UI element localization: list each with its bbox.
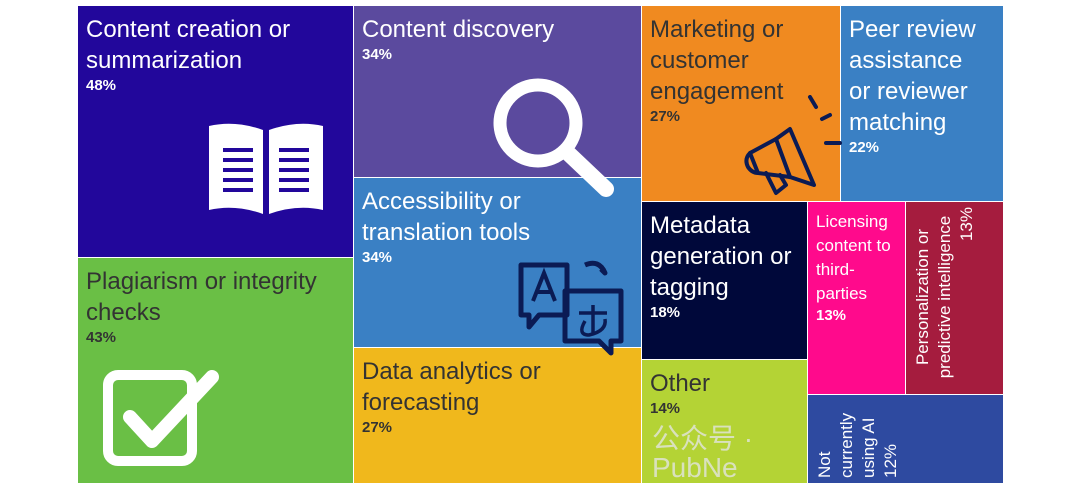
tile-label: Content discovery [362,16,555,43]
tile-value: 13% [957,207,976,242]
tile-value: 27% [362,419,393,436]
tile-other: Other 14% [642,360,807,483]
tile-marketing: Marketing or customer engagement 27% [642,6,840,201]
tile-value: 22% [849,139,880,156]
tile-label: Marketing or customer engagement [650,16,784,105]
tile-label: Data analytics or forecasting [362,358,541,416]
tile-label: Metadata generation or tagging [650,212,792,301]
check-icon [103,370,219,466]
translate-icon [518,260,624,356]
book-icon [209,123,323,214]
tile-label: Peer review assistance or reviewer match… [849,16,976,136]
tile-value: 48% [86,77,117,94]
tile-label: Plagiarism or integrity checks [86,268,317,326]
tile-value: 34% [362,46,393,63]
tile-label: Not currently using AI [815,412,878,478]
megaphone-icon [744,95,842,195]
tile-label: Other [650,370,711,397]
tile-value: 13% [816,307,847,324]
tile-data-analytics: Data analytics or forecasting 27% [354,348,641,483]
tile-metadata: Metadata generation or tagging 18% [642,202,807,359]
watermark: 公众号 · PubNe [652,423,754,483]
rotated-label-group: Not currently using AI 12% [814,398,902,478]
tile-value: 34% [362,249,393,266]
rotated-label-group: Personalization or predictive intelligen… [912,207,978,387]
magnifier-icon [493,78,614,197]
tile-label: Licensing content to third-parties [816,212,891,303]
tile-value: 43% [86,329,117,346]
tile-personalization: Personalization or predictive intelligen… [906,202,1003,394]
tile-not-using-ai: Not currently using AI 12% [808,395,1003,483]
tile-value: 12% [881,443,900,478]
tile-content-discovery: Content discovery 34% [354,6,641,177]
tile-licensing: Licensing content to third-parties 13% [808,202,905,394]
tile-value: 18% [650,304,681,321]
tile-peer-review: Peer review assistance or reviewer match… [841,6,1003,201]
tile-value: 14% [650,400,681,417]
tile-label: Accessibility or translation tools [362,188,531,246]
tile-label: Personalization or predictive intelligen… [913,215,954,379]
tile-label: Content creation or summarization [86,16,291,74]
tile-value: 27% [650,108,681,125]
